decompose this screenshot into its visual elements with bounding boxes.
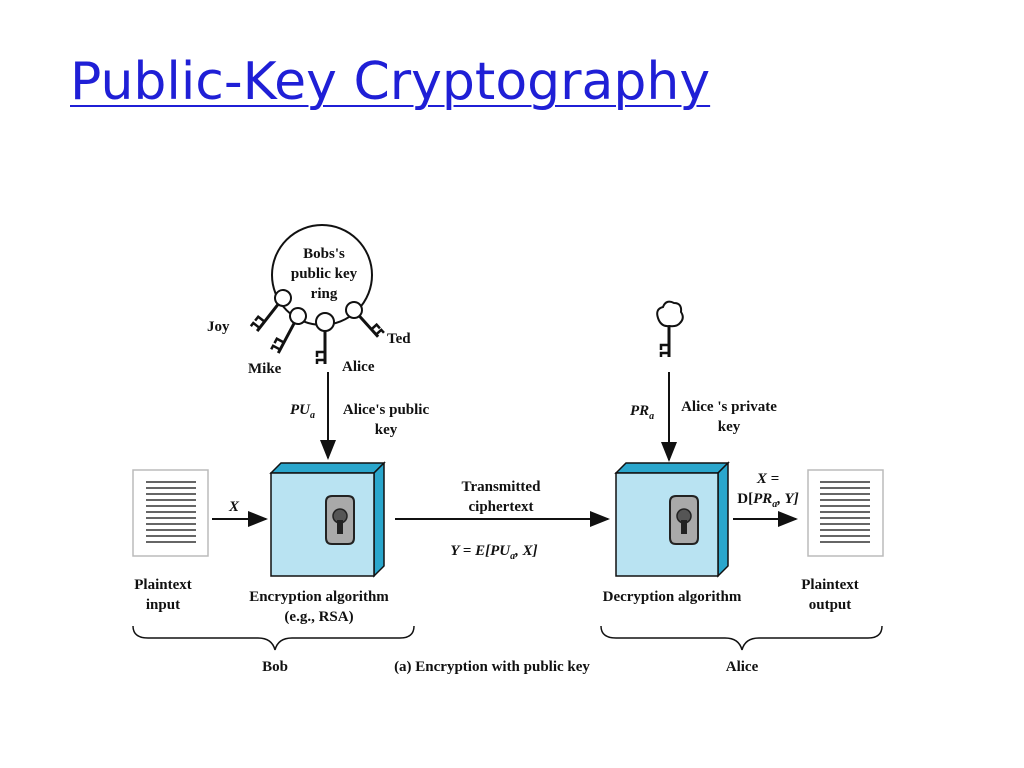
plaintext-input-label-line1: Plaintext <box>134 577 192 593</box>
key-label-ted: Ted <box>387 331 411 347</box>
plaintext-input-document <box>132 469 209 557</box>
alice-brace <box>600 625 883 651</box>
slide-title: Public-Key Cryptography <box>70 52 711 112</box>
bob-label: Bob <box>262 659 288 675</box>
input-x-label: X <box>228 499 240 515</box>
plaintext-output-document <box>807 469 884 557</box>
plaintext-output-label-line2: output <box>809 597 852 613</box>
plaintext-input-label-line2: input <box>146 597 180 613</box>
key-icon <box>270 307 307 354</box>
public-key-symbol: PUa <box>290 402 315 421</box>
transmitted-label-line2: ciphertext <box>469 499 534 515</box>
key-label-joy: Joy <box>207 319 230 335</box>
output-formula: D[PRa, Y] <box>737 491 798 510</box>
public-key-label-line2: key <box>375 422 398 438</box>
private-key-label-line1: Alice 's private <box>681 399 777 415</box>
public-key-ring: Bobs's public key ring <box>271 224 373 326</box>
key-icon <box>249 289 292 333</box>
encryption-label-line1: Encryption algorithm <box>249 589 389 605</box>
transmitted-label-line1: Transmitted <box>462 479 542 495</box>
private-key-symbol: PRa <box>630 403 654 422</box>
lock-icon <box>669 495 699 545</box>
diagram-caption: (a) Encryption with public key <box>394 659 590 675</box>
output-x-label: X = <box>756 471 779 487</box>
ciphertext-formula: Y = E[PUa, X] <box>450 543 537 562</box>
key-ring-label-line3: ring <box>311 286 338 302</box>
plaintext-output-label-line1: Plaintext <box>801 577 859 593</box>
bob-brace <box>132 625 415 651</box>
key-label-mike: Mike <box>248 361 282 377</box>
encryption-box <box>269 461 386 578</box>
lock-icon <box>325 495 355 545</box>
key-icon <box>656 300 684 357</box>
key-icon <box>315 312 335 364</box>
public-key-label-line1: Alice's public <box>343 402 430 418</box>
alice-label: Alice <box>726 659 759 675</box>
key-label-alice: Alice <box>342 359 375 375</box>
private-key-label-line2: key <box>718 419 741 435</box>
decryption-label: Decryption algorithm <box>603 589 742 605</box>
key-icon <box>345 301 385 338</box>
encryption-label-line2: (e.g., RSA) <box>284 609 353 625</box>
key-ring-label-line2: public key <box>291 266 358 282</box>
decryption-box <box>614 461 730 578</box>
key-ring-label-line1: Bobs's <box>303 246 345 262</box>
